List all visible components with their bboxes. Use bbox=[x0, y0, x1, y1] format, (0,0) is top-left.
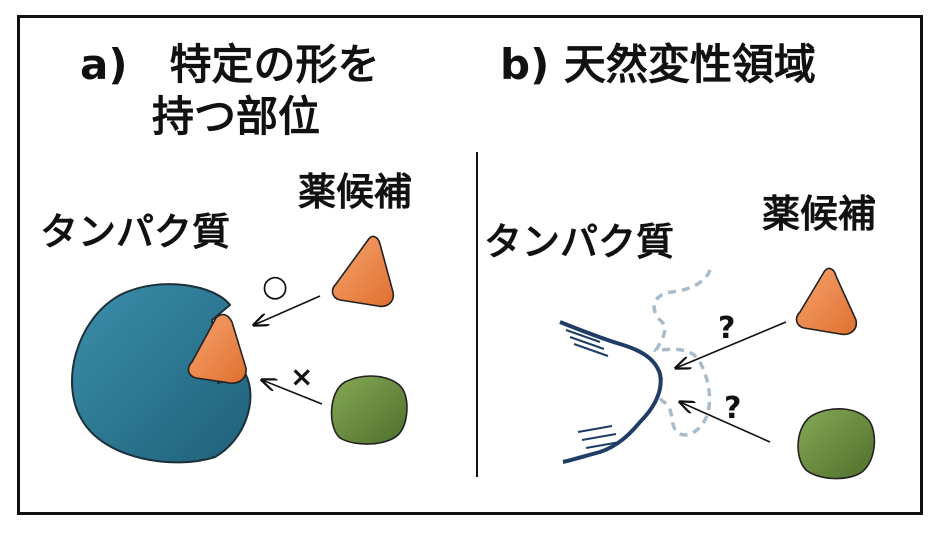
panel-b-protein-label: タンパク質 bbox=[484, 220, 675, 264]
protein-blob bbox=[70, 283, 252, 464]
chain-hatch-bottom bbox=[577, 425, 621, 449]
orange-drug-bound bbox=[187, 313, 247, 384]
panel-a-protein-label: タンパク質 bbox=[40, 210, 231, 254]
arrow-b-2 bbox=[680, 402, 771, 443]
green-drug-a bbox=[330, 375, 408, 445]
orange-drug-free bbox=[331, 235, 395, 308]
panel-b-drug-label: 薬候補 bbox=[762, 192, 877, 236]
green-drug-b bbox=[797, 408, 876, 480]
panel-b-title: b) 天然変性領域 bbox=[500, 40, 816, 89]
panel-a-drug-label: 薬候補 bbox=[298, 170, 413, 214]
panel-divider bbox=[476, 152, 478, 477]
chain-dashed bbox=[652, 269, 712, 437]
orange-drug-b bbox=[795, 267, 858, 336]
arrow-fit bbox=[254, 295, 321, 325]
fit-mark: ○ bbox=[262, 269, 288, 304]
panel-a-title-line2: 持つ部位 bbox=[152, 92, 321, 141]
figure-frame bbox=[17, 15, 923, 515]
nofit-mark: × bbox=[290, 360, 313, 393]
arrow-nofit bbox=[262, 380, 323, 405]
chain-solid bbox=[559, 320, 663, 464]
arrow-b-1 bbox=[676, 321, 787, 368]
question-mark-2: ? bbox=[724, 391, 741, 426]
panel-a-title-line1: a) 特定の形を bbox=[80, 40, 380, 89]
question-mark-1: ? bbox=[718, 311, 735, 346]
chain-hatch-top bbox=[565, 329, 609, 357]
